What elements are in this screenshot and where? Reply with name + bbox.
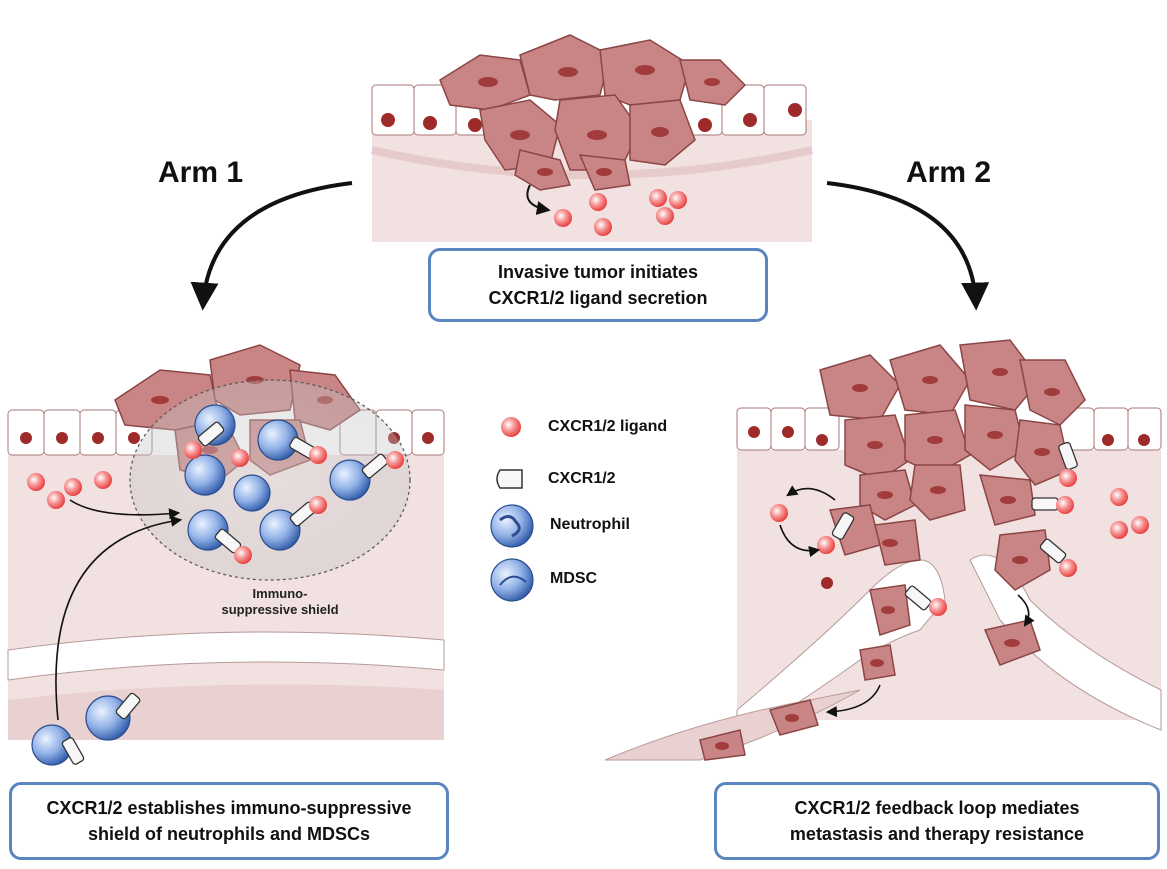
shield-label: Immuno- suppressive shield [200,586,360,618]
legend-mdsc-label: MDSC [550,570,598,587]
legend-neutrophil-icon [490,504,534,548]
right-caption-line2: metastasis and therapy resistance [789,824,1085,844]
top-tumor-mass [439,34,747,191]
legend-receptor-icon [496,469,523,489]
top-ligands [554,189,687,236]
arm1-arrow [190,181,353,311]
top-caption-box: Invasive tumor initiates CXCR1/2 ligand … [428,248,768,322]
legend-ligand-icon [501,417,521,437]
top-tissue-panel [371,34,813,242]
legend-ligand-label: CXCR1/2 ligand [548,418,668,435]
right-tissue-panel [604,339,1162,761]
arm1-label: Arm 1 [158,156,244,189]
legend [490,417,534,602]
top-caption-line2: CXCR1/2 ligand secretion [488,288,708,308]
arm2-arrow [826,181,990,311]
shield-label-line1: Immuno- [252,586,308,601]
right-receptors [831,441,1078,611]
right-caption-box: CXCR1/2 feedback loop mediates metastasi… [714,782,1160,860]
right-caption-line1: CXCR1/2 feedback loop mediates [794,798,1080,818]
arm2-label: Arm 2 [906,156,992,189]
right-ligands [770,469,1149,616]
legend-neutrophil-label: Neutrophil [550,516,630,533]
top-caption-line1: Invasive tumor initiates [497,262,699,282]
left-caption-line1: CXCR1/2 establishes immuno-suppressive [46,798,412,818]
shield-label-line2: suppressive shield [221,602,339,617]
left-caption-box: CXCR1/2 establishes immuno-suppressive s… [9,782,449,860]
left-caption-line2: shield of neutrophils and MDSCs [87,824,370,844]
left-immune-cells [31,404,371,766]
left-ligands [27,441,404,564]
left-tissue-panel [7,344,445,766]
legend-mdsc-icon [490,558,534,602]
legend-receptor-label: CXCR1/2 [548,470,616,487]
